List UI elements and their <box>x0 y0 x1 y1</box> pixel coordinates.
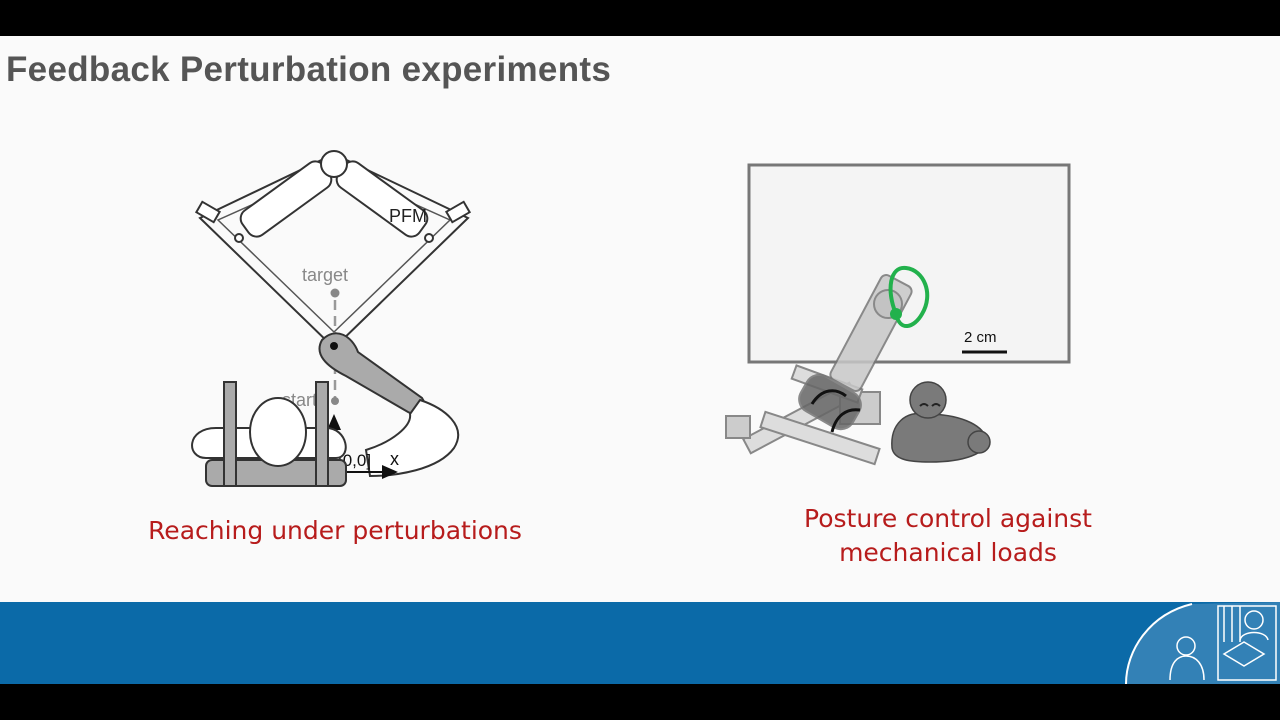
university-seal-logo <box>1125 602 1280 684</box>
x-axis-label: x <box>390 449 399 469</box>
caption-reaching: Reaching under perturbations <box>148 516 522 545</box>
hand-position-dot <box>890 308 902 320</box>
pfm-linkage <box>194 150 472 350</box>
scale-bar-label: 2 cm <box>964 329 997 346</box>
target-label: target <box>302 265 348 285</box>
target-dot <box>330 288 340 298</box>
caption-posture-line1: Posture control against <box>804 504 1092 533</box>
subject-top-view <box>191 381 347 487</box>
hand-trace <box>888 265 930 328</box>
slide: Feedback Perturbation experiments PFM ta… <box>0 36 1280 684</box>
y-axis-arrow <box>327 414 341 430</box>
pfm-label: PFM <box>389 206 427 226</box>
x-axis-arrow <box>382 465 398 479</box>
subject-head <box>891 381 991 463</box>
workspace-screen <box>747 163 1071 364</box>
upper-arm-shape <box>364 398 460 478</box>
elbow-torque-arrow <box>810 389 847 405</box>
reaching-manipulandum-diagram: PFM target start y x [0,0] <box>191 150 472 487</box>
caption-posture-line2: mechanical loads <box>839 538 1057 567</box>
footer-bar <box>0 602 1280 684</box>
slide-title: Feedback Perturbation experiments <box>6 50 612 89</box>
shoulder-torque-arrow <box>830 408 861 433</box>
start-dot <box>331 397 339 405</box>
caption-posture: Posture control against mechanical loads <box>760 502 1136 570</box>
posture-control-diagram: 2 cm <box>725 163 1071 466</box>
handle-dot <box>330 342 338 350</box>
